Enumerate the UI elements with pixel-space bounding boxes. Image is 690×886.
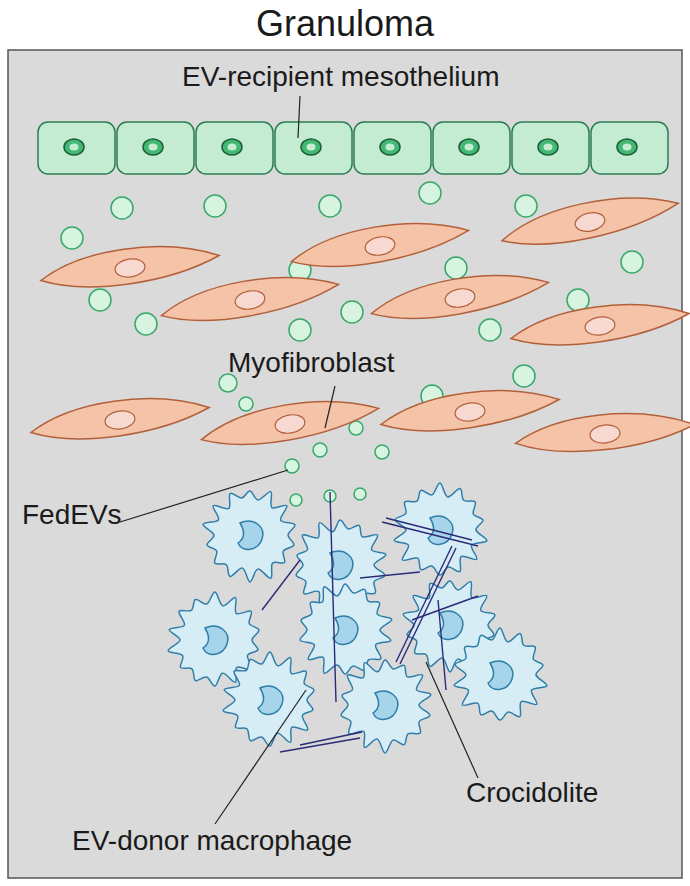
mesothelium bbox=[38, 122, 668, 174]
callout-label: EV-recipient mesothelium bbox=[182, 62, 499, 93]
callout-label: FedEVs bbox=[22, 500, 122, 531]
leader-lines bbox=[120, 96, 478, 824]
crocidolite-fibers bbox=[262, 492, 478, 752]
title: Granuloma bbox=[0, 4, 690, 44]
macrophages bbox=[168, 483, 547, 753]
myofibroblasts bbox=[28, 184, 690, 459]
granuloma-panel bbox=[8, 50, 682, 878]
callout-label: EV-donor macrophage bbox=[72, 826, 352, 857]
callout-label: Myofibroblast bbox=[228, 348, 395, 379]
callout-label: Crocidolite bbox=[466, 778, 598, 809]
